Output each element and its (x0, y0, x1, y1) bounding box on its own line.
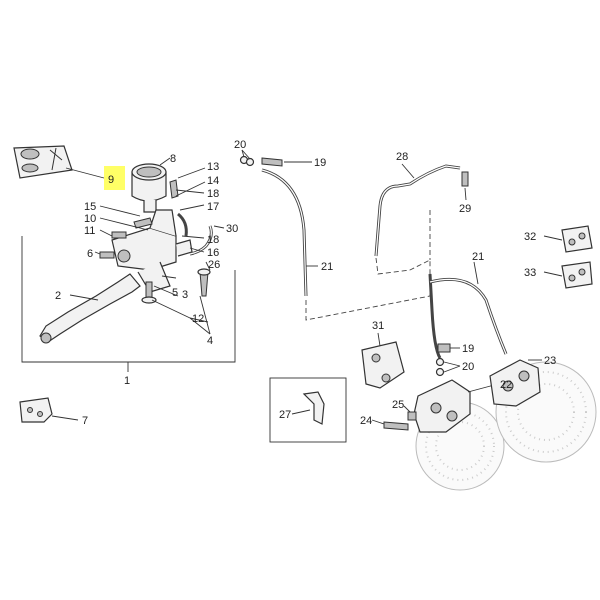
callout-23: 23 (544, 355, 556, 367)
brake-hose-21-right (428, 273, 442, 359)
callout-13: 13 (207, 161, 219, 173)
callout-8: 8 (170, 153, 176, 165)
callout-15: 15 (84, 201, 96, 213)
caliper-adapter-31 (361, 341, 405, 389)
callout-12: 12 (192, 313, 204, 325)
master-cylinder-body (111, 209, 193, 293)
brake-caliper-23 (489, 359, 541, 407)
hose-17 (177, 212, 188, 237)
callout-21a: 21 (321, 261, 333, 273)
brake-lever-2 (39, 273, 141, 344)
callout-7: 7 (82, 415, 88, 427)
callout-5: 5 (172, 287, 178, 299)
group-bracket-1 (21, 236, 236, 363)
callout-33: 33 (524, 267, 536, 279)
callout-27: 27 (279, 409, 291, 421)
callout-31: 31 (372, 320, 384, 332)
callout-29: 29 (459, 203, 471, 215)
callout-18b: 18 (207, 234, 219, 246)
callout-25: 25 (392, 399, 404, 411)
pad-kit-32 (561, 225, 593, 253)
bracket-27 (302, 391, 325, 425)
bracket-7 (19, 397, 53, 423)
callout-6: 6 (87, 248, 93, 260)
callout-21b: 21 (472, 251, 484, 263)
callout-18a: 18 (207, 188, 219, 200)
screw-5 (145, 281, 153, 299)
callout-17: 17 (207, 201, 219, 213)
callout-1: 1 (124, 375, 130, 387)
callout-9: 9 (108, 174, 114, 186)
callout-3: 3 (182, 289, 188, 301)
callout-26: 26 (208, 259, 220, 271)
banjo-bolt-19-right (437, 343, 451, 353)
callout-9-highlight (104, 166, 125, 190)
callout-20b: 20 (462, 361, 474, 373)
callout-11: 11 (84, 225, 95, 237)
callout-10: 10 (84, 213, 96, 225)
callout-28: 28 (396, 151, 408, 163)
bolt-11 (111, 231, 127, 239)
brake-hose-21-centre (261, 168, 308, 297)
bolt-15 (133, 217, 153, 229)
callout-19b: 19 (462, 343, 474, 355)
bolt-25 (407, 411, 417, 421)
seal-kit-9 (13, 145, 73, 179)
callout-22: 22 (500, 379, 512, 391)
callout-4: 4 (207, 335, 213, 347)
callout-16: 16 (207, 247, 219, 259)
screw-13 (169, 179, 179, 199)
callout-32: 32 (524, 231, 536, 243)
bolt-6 (99, 251, 115, 259)
callout-24: 24 (360, 415, 372, 427)
bolt-24 (383, 421, 409, 431)
route-dashed-2 (375, 257, 431, 275)
screw-29 (461, 171, 469, 187)
pad-kit-33 (561, 261, 593, 289)
callout-14: 14 (207, 175, 219, 187)
banjo-bolt-19 (261, 157, 283, 167)
callout-20a: 20 (234, 139, 246, 151)
callout-19a: 19 (314, 157, 326, 169)
frame-27 (269, 377, 347, 443)
reservoir-8 (131, 163, 167, 213)
callout-2: 2 (55, 290, 61, 302)
callout-30: 30 (226, 223, 238, 235)
